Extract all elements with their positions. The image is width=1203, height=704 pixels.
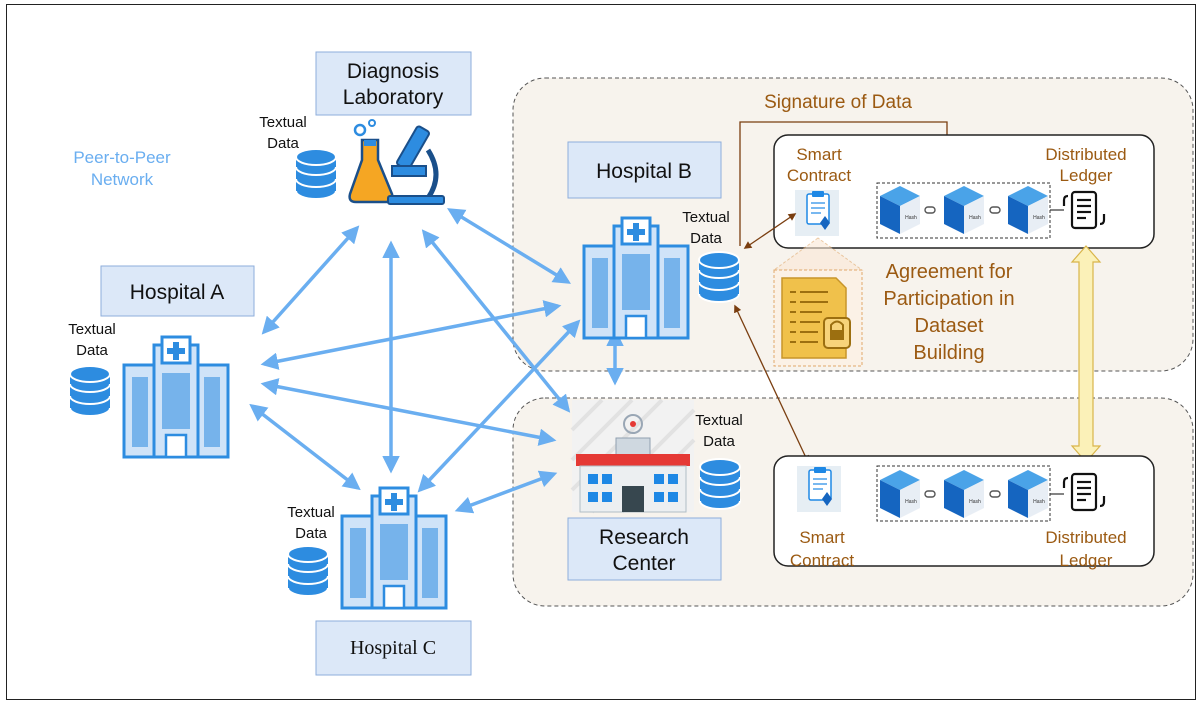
link-icon bbox=[989, 490, 1001, 498]
diagnosis-lab-title-box bbox=[315, 51, 472, 116]
block-hash-label: Hash bbox=[969, 215, 981, 221]
block-hash-label: Hash bbox=[969, 499, 981, 505]
hospital-b-title: Hospital B bbox=[596, 160, 692, 183]
database-icon bbox=[287, 545, 329, 597]
research-center-title-2: Center bbox=[612, 552, 675, 575]
research-center-data-label-2: Data bbox=[703, 433, 735, 450]
hospital-icon bbox=[122, 335, 230, 459]
smart-contract-top-1: Smart bbox=[796, 145, 842, 164]
block-icon: Hash bbox=[944, 186, 984, 234]
hospital-a-title-box bbox=[100, 265, 255, 317]
agreement-line-1: Agreement for bbox=[886, 261, 1013, 283]
diagnosis-lab-title-2: Laboratory bbox=[343, 86, 444, 109]
hospital-b-title-box bbox=[567, 141, 722, 199]
diagnosis-lab-data-label-2: Data bbox=[267, 135, 299, 152]
laboratory-icon bbox=[348, 119, 445, 205]
database-icon bbox=[699, 458, 741, 510]
smart-contract-icon bbox=[797, 466, 841, 512]
research-center-data-label-1: Textual bbox=[695, 412, 743, 429]
hospital-c-title-box bbox=[315, 620, 472, 676]
block-icon: Hash bbox=[880, 186, 920, 234]
smart-contract-top-2: Contract bbox=[787, 166, 852, 185]
signature-of-data-label: Signature of Data bbox=[764, 92, 912, 113]
database-icon bbox=[69, 365, 111, 417]
hospital-a-title: Hospital A bbox=[130, 281, 225, 304]
node-hospital-a: Hospital A Textual Data bbox=[68, 265, 255, 459]
block-hash-label: Hash bbox=[1033, 499, 1045, 505]
link-icon bbox=[924, 206, 936, 214]
node-hospital-c: Hospital C Textual Data bbox=[287, 486, 472, 676]
arrow-hospital-b-to-contract bbox=[743, 213, 797, 249]
research-center-title-1: Research bbox=[599, 526, 689, 549]
smart-contract-bottom-1: Smart bbox=[799, 528, 845, 547]
agreement-line-2: Participation in bbox=[883, 288, 1014, 310]
network-links bbox=[249, 208, 624, 514]
block-hash-label: Hash bbox=[905, 499, 917, 505]
hospital-c-title: Hospital C bbox=[350, 637, 436, 659]
block-icon: Hash bbox=[1008, 470, 1048, 518]
link-hc-research bbox=[454, 470, 558, 514]
ledger-top-1: Distributed bbox=[1045, 145, 1126, 164]
hospital-b-data-label-1: Textual bbox=[682, 209, 730, 226]
arrow-hospital-b-to-bottom-contract bbox=[734, 304, 809, 464]
link-icon bbox=[989, 206, 1001, 214]
ledger-icon bbox=[1062, 472, 1106, 512]
hospital-a-data-label-1: Textual bbox=[68, 321, 116, 338]
hospital-b-data-label-2: Data bbox=[690, 230, 722, 247]
research-building-icon bbox=[570, 398, 696, 514]
database-icon bbox=[698, 251, 740, 303]
agreement-document-icon bbox=[781, 277, 851, 359]
smart-contract-icon bbox=[795, 190, 839, 236]
node-diagnosis-lab: Diagnosis Laboratory Textual Data bbox=[259, 51, 472, 205]
ledger-bottom-1: Distributed bbox=[1045, 528, 1126, 547]
ledger-top-2: Ledger bbox=[1060, 166, 1113, 185]
figure-frame bbox=[6, 4, 1196, 700]
node-hospital-b: Hospital B Textual Data bbox=[567, 141, 740, 340]
hospital-c-data-label-2: Data bbox=[295, 525, 327, 542]
block-icon: Hash bbox=[1008, 186, 1048, 234]
ledger-bottom-2: Ledger bbox=[1060, 551, 1113, 570]
link-ha-hospital-c bbox=[249, 403, 361, 491]
link-lab-hospital-a bbox=[261, 225, 360, 335]
block-hash-label: Hash bbox=[1033, 215, 1045, 221]
node-research-center: Research Center Textual Data bbox=[567, 398, 743, 581]
link-ha-hospital-b bbox=[260, 300, 562, 370]
link-hc-hospital-b bbox=[417, 319, 581, 493]
hospital-c-data-label-1: Textual bbox=[287, 504, 335, 521]
hospital-icon bbox=[340, 486, 448, 610]
hospital-a-data-label-2: Data bbox=[76, 342, 108, 359]
blockchain-bottom: Smart Contract Hash Hash Hash Distribute… bbox=[773, 455, 1155, 570]
hospital-icon bbox=[582, 216, 690, 340]
block-icon: Hash bbox=[944, 470, 984, 518]
agreement-line-4: Building bbox=[913, 342, 984, 364]
research-center-title-box bbox=[567, 517, 722, 581]
block-icon: Hash bbox=[880, 470, 920, 518]
ledger-icon bbox=[1062, 190, 1106, 230]
diagnosis-lab-title-1: Diagnosis bbox=[347, 60, 439, 83]
block-hash-label: Hash bbox=[905, 215, 917, 221]
link-icon bbox=[924, 490, 936, 498]
agreement-dashed-cone bbox=[772, 237, 864, 271]
smart-contract-bottom-2: Contract bbox=[790, 551, 855, 570]
blockchain-top: Signature of Data Smart Contract Distrib… bbox=[739, 92, 1155, 249]
database-icon bbox=[295, 148, 337, 200]
agreement-line-3: Dataset bbox=[915, 315, 984, 337]
diagnosis-lab-data-label-1: Textual bbox=[259, 114, 307, 131]
